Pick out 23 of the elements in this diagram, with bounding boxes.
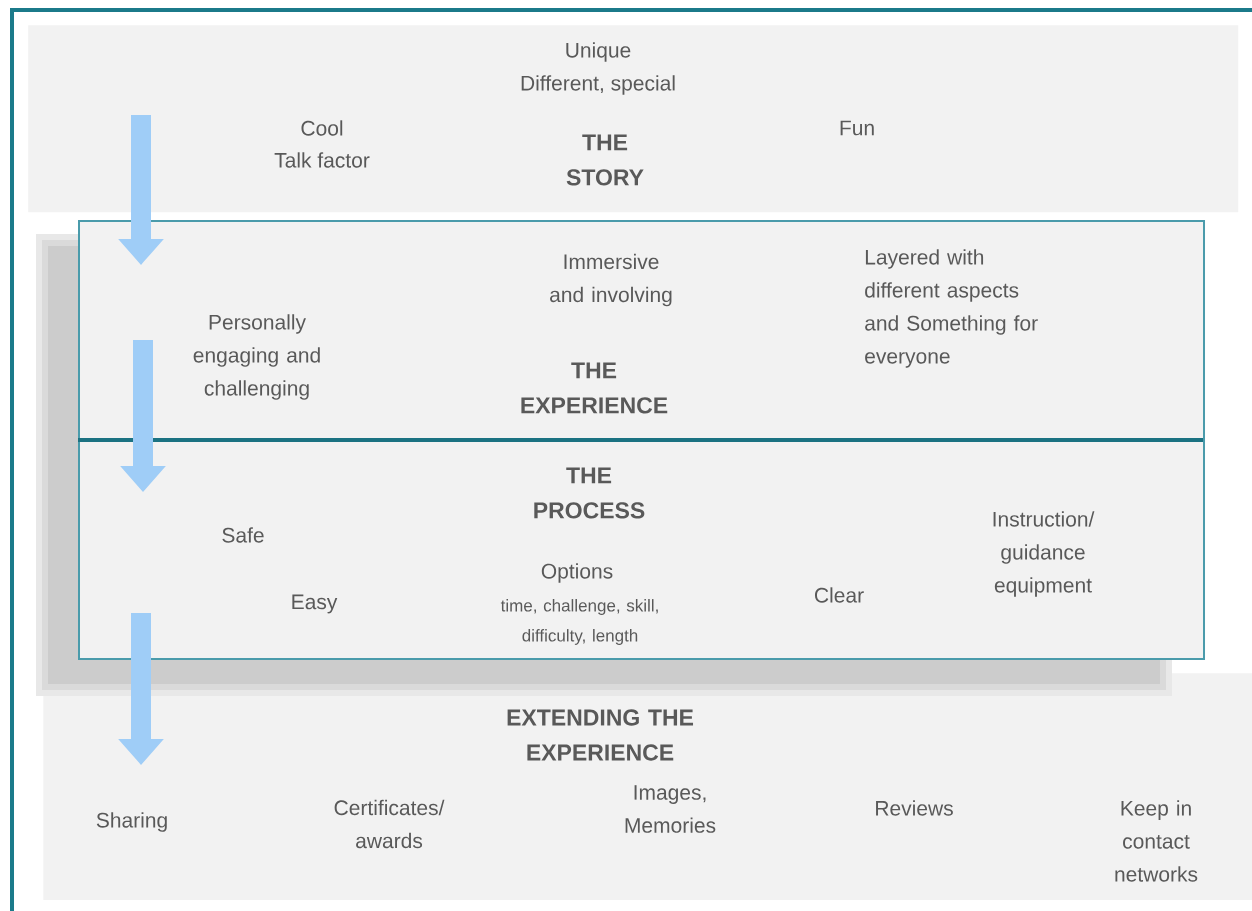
keyword-text: Different, special: [521, 75, 675, 95]
keyword-text: Sharing: [96, 812, 167, 832]
keyword-text: Talk factor: [274, 152, 370, 168]
keyword-text: Layered with different aspects and Something for everyone: [865, 249, 1038, 368]
keyword-text: Certificates/ awards: [334, 799, 445, 849]
keyword-text: Instruction/ guidance equipment: [993, 511, 1095, 597]
keyword-text: Images, Memories: [625, 785, 716, 833]
heading: EXTENDING THE EXPERIENCE: [507, 709, 694, 761]
keyword-text: Immersive and involving: [550, 253, 672, 307]
keyword-text: Personally engaging and challenging: [193, 314, 320, 400]
keyword-text: Fun: [840, 120, 874, 136]
keyword-text: Clear: [815, 587, 864, 603]
heading: THE PROCESS: [534, 467, 645, 519]
keyword-text: Reviews: [876, 800, 953, 816]
keyword-text: Unique: [566, 42, 631, 62]
keyword-text: Safe: [222, 527, 264, 543]
keyword-text: Keep in contact networks: [1115, 800, 1198, 882]
heading: THE EXPERIENCE: [521, 362, 668, 414]
keyword-text: Cool: [301, 120, 343, 136]
keyword-text: Easy: [292, 594, 338, 614]
heading: THE STORY: [566, 134, 644, 186]
keyword-text: Options: [541, 563, 613, 583]
keyword-text: time, challenge, skill, difficulty, length: [500, 599, 658, 645]
